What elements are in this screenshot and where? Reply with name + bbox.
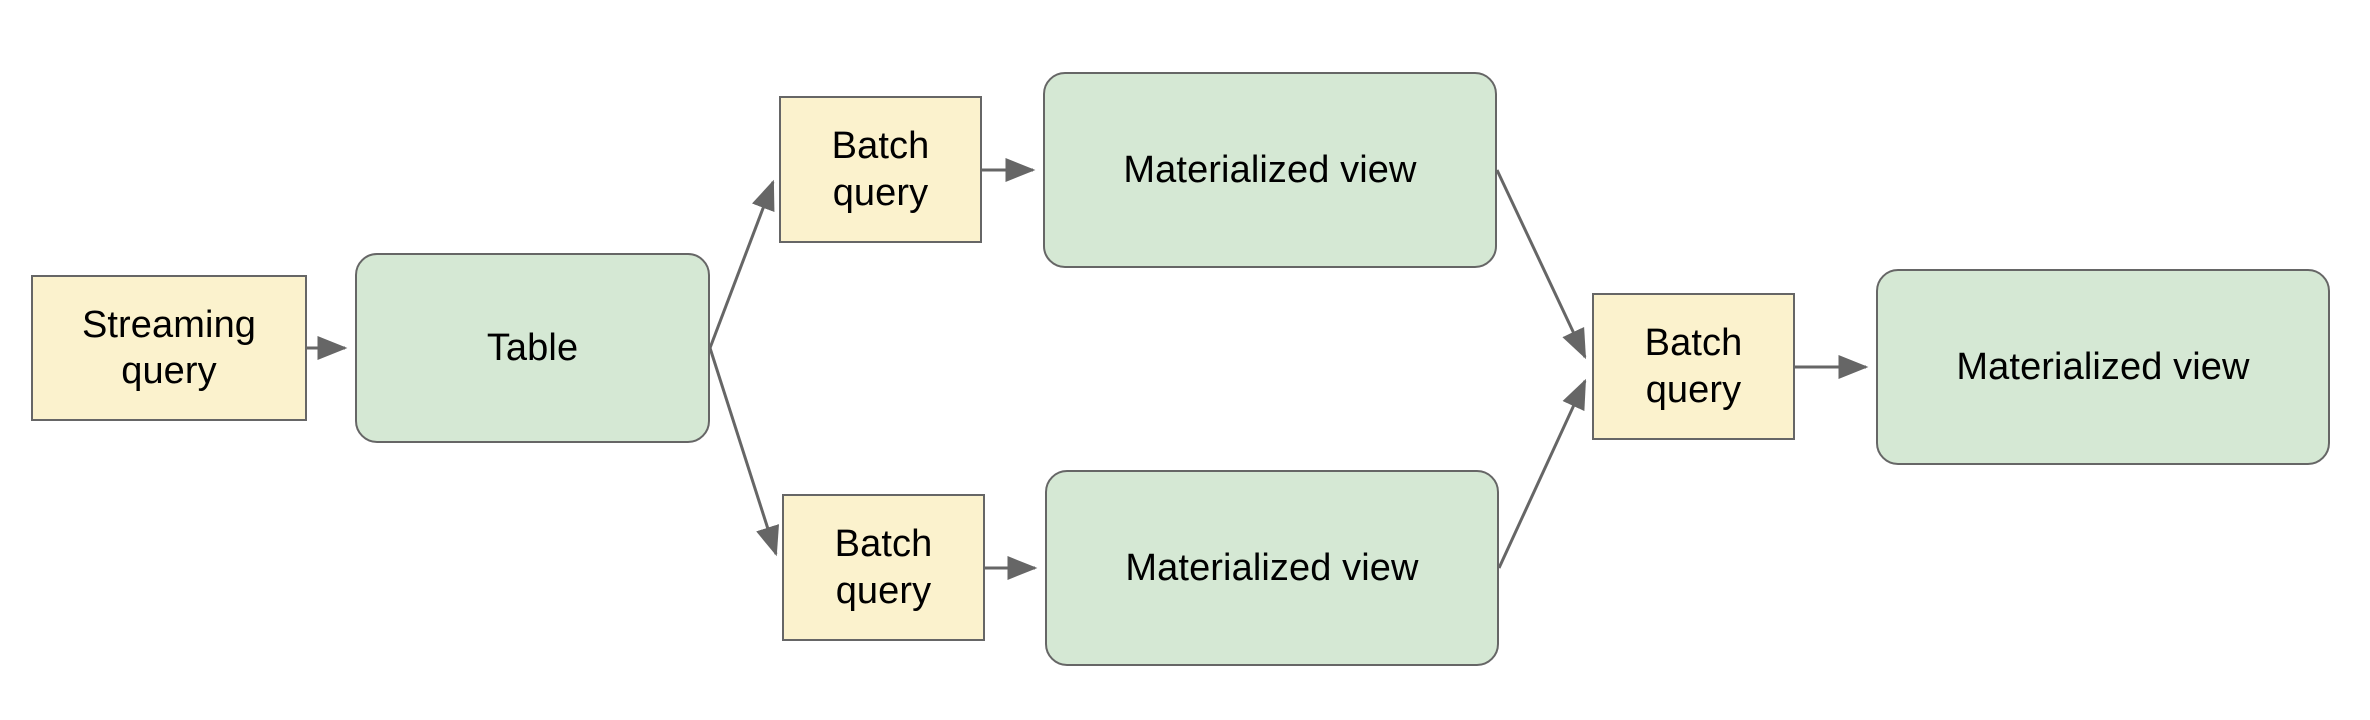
node-batch-query-bottom[interactable]: Batch query [782, 494, 985, 641]
node-batch-query-top-label: Batch query [831, 125, 930, 214]
node-table-label: Table [486, 326, 579, 369]
node-batch-query-right[interactable]: Batch query [1592, 293, 1795, 440]
node-table[interactable]: Table [355, 253, 710, 443]
node-streaming-query[interactable]: Streaming query [31, 275, 307, 421]
node-materialized-view-right-label: Materialized view [1956, 345, 2250, 388]
node-batch-query-bottom-label: Batch query [834, 523, 933, 612]
node-materialized-view-bottom-label: Materialized view [1125, 546, 1419, 589]
edge-table-to-batch-query-bottom [708, 347, 780, 557]
edge-table-to-batch-query-top [708, 179, 775, 349]
edge-materialized-view-bottom-to-batch-query-right [1497, 378, 1587, 569]
node-materialized-view-top[interactable]: Materialized view [1043, 72, 1497, 268]
node-batch-query-top[interactable]: Batch query [779, 96, 982, 243]
node-streaming-query-label: Streaming query [81, 303, 257, 392]
edge-materialized-view-top-to-batch-query-right [1495, 169, 1587, 360]
node-materialized-view-right[interactable]: Materialized view [1876, 269, 2330, 465]
node-materialized-view-bottom[interactable]: Materialized view [1045, 470, 1499, 666]
node-batch-query-right-label: Batch query [1644, 322, 1743, 411]
node-materialized-view-top-label: Materialized view [1123, 148, 1417, 191]
